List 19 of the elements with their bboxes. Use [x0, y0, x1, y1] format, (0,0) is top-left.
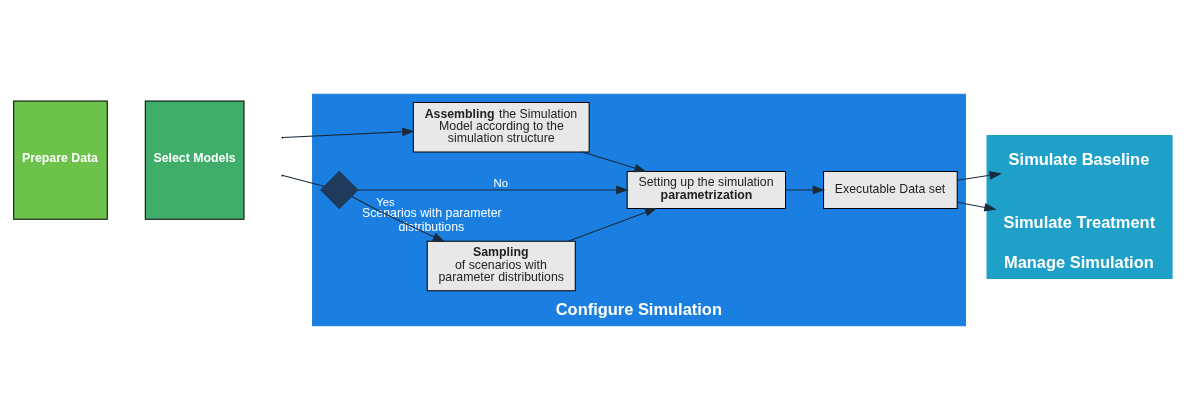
arrow: [567, 207, 658, 242]
node-box: Sampling of scenarios with parameter distributions: [426, 240, 576, 291]
node-diamond: [320, 170, 359, 209]
arrow: [956, 201, 997, 212]
node-box: Setting up the simulation parametrization: [626, 170, 787, 209]
node-text: Simulate Treatment: [1003, 212, 1156, 231]
arrow: [581, 150, 647, 172]
arrow: [956, 170, 1002, 181]
node-box: Prepare Data: [13, 100, 108, 220]
node-box: Select Models: [144, 100, 245, 220]
node-text: Simulate Baseline: [1008, 149, 1150, 168]
arrow: [282, 127, 415, 138]
node-box: Assembling the Simulation Model according to the simulation structure: [412, 101, 590, 152]
arrow: [785, 185, 826, 194]
arrow: [357, 185, 629, 194]
edge-label: No: [493, 176, 508, 189]
node-box: Executable Data set: [823, 170, 958, 209]
edge-label: Yes: [376, 195, 395, 208]
connector: [282, 174, 325, 187]
